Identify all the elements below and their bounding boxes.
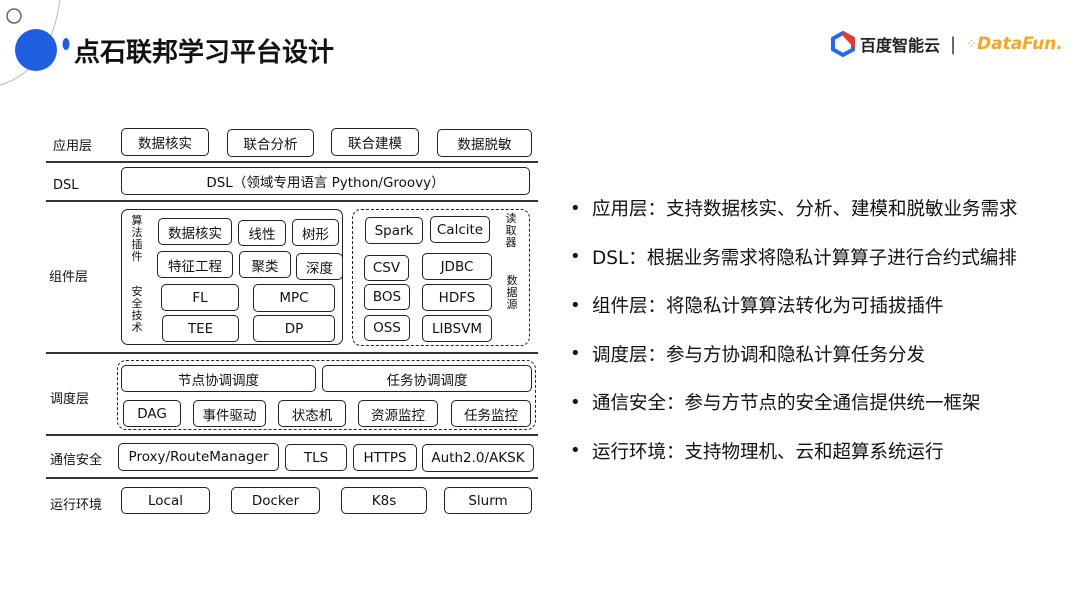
algo-plugin-label: 算法插件 bbox=[131, 214, 143, 263]
baidu-cloud-logo-icon bbox=[831, 31, 855, 57]
layer-divider bbox=[46, 161, 538, 163]
data-io-group bbox=[352, 209, 530, 346]
bullet-item: • DSL：根据业务需求将隐私计算算子进行合约式编排 bbox=[570, 245, 1018, 269]
header-decoration bbox=[0, 0, 70, 86]
layer-divider bbox=[46, 477, 538, 479]
app-box-joint-analysis: 联合分析 bbox=[227, 129, 314, 157]
deco-ring-icon bbox=[6, 8, 22, 24]
layer-label-component: 组件层 bbox=[49, 270, 89, 285]
schedule-box-node-coord: 节点协调调度 bbox=[121, 365, 316, 392]
runtime-box-slurm: Slurm bbox=[444, 487, 532, 514]
sec-box-fl: FL bbox=[161, 284, 239, 311]
deco-blue-circle-icon bbox=[15, 29, 57, 71]
layer-divider bbox=[46, 434, 538, 436]
layer-label-schedule: 调度层 bbox=[50, 392, 90, 407]
layer-divider bbox=[46, 352, 538, 354]
algo-box-feature-eng: 特征工程 bbox=[157, 251, 233, 278]
algo-box-data-verify: 数据核实 bbox=[158, 218, 232, 245]
bullet-item: • 组件层：将隐私计算算法转化为可插拔插件 bbox=[570, 293, 1018, 318]
schedule-box-task-coord: 任务协调调度 bbox=[322, 365, 532, 392]
schedule-box-dag: DAG bbox=[123, 400, 181, 427]
algo-box-cluster: 聚类 bbox=[239, 251, 291, 278]
page-title: 点石联邦学习平台设计 bbox=[74, 38, 335, 68]
source-box-bos: BOS bbox=[364, 284, 410, 310]
dsl-box: DSL（领域专用语言 Python/Groovy） bbox=[121, 167, 530, 195]
source-box-jdbc: JDBC bbox=[422, 253, 492, 280]
reader-label: 读取器 bbox=[505, 212, 517, 249]
app-box-data-masking: 数据脱敏 bbox=[437, 129, 532, 157]
algo-box-deep: 深度 bbox=[296, 253, 343, 280]
source-box-hdfs: HDFS bbox=[422, 284, 492, 311]
algo-box-tree: 树形 bbox=[292, 219, 339, 246]
bullet-dot-icon: • bbox=[570, 440, 581, 461]
runtime-box-local: Local bbox=[121, 487, 210, 514]
layer-divider bbox=[46, 200, 538, 202]
layer-label-dsl: DSL bbox=[53, 178, 79, 193]
security-tech-label: 安全技术 bbox=[131, 285, 143, 334]
algo-box-linear: 线性 bbox=[238, 220, 286, 246]
bullet-item: • 应用层：支持数据核实、分析、建模和脱敏业务需求 bbox=[570, 196, 1018, 221]
logo-separator: | bbox=[950, 33, 957, 55]
source-label: 数据源 bbox=[506, 274, 518, 311]
reader-box-calcite: Calcite bbox=[430, 216, 490, 243]
bullet-dot-icon: • bbox=[570, 391, 581, 413]
deco-small-blue-icon bbox=[62, 38, 70, 50]
layer-label-app: 应用层 bbox=[53, 139, 93, 154]
schedule-box-event-driven: 事件驱动 bbox=[193, 400, 266, 427]
bullet-text: DSL：根据业务需求将隐私计算算子进行合约式编排 bbox=[592, 247, 1017, 269]
runtime-box-k8s: K8s bbox=[341, 487, 427, 514]
layer-label-runtime: 运行环境 bbox=[50, 498, 103, 513]
comm-box-auth: Auth2.0/AKSK bbox=[422, 444, 534, 472]
comm-box-tls: TLS bbox=[285, 444, 347, 471]
app-box-joint-modeling: 联合建模 bbox=[331, 128, 419, 156]
layer-label-comm: 通信安全 bbox=[50, 453, 103, 468]
schedule-group bbox=[117, 360, 536, 430]
bullet-text: 运行环境：支持物理机、云和超算系统运行 bbox=[592, 441, 944, 463]
bullet-item: • 运行环境：支持物理机、云和超算系统运行 bbox=[570, 439, 1018, 463]
bullet-dot-icon: • bbox=[570, 343, 581, 364]
source-box-libsvm: LIBSVM bbox=[422, 315, 492, 342]
bullet-item: • 通信安全：参与方节点的安全通信提供统一框架 bbox=[570, 390, 1018, 415]
bullet-dot-icon: • bbox=[570, 246, 581, 267]
logo-area: 百度智能云 | ⁘ DataFun. bbox=[830, 30, 1063, 58]
bullet-item: • 调度层：参与方协调和隐私计算任务分发 bbox=[570, 342, 1018, 366]
baidu-cloud-logo-text: 百度智能云 bbox=[860, 36, 941, 55]
feature-bullet-list: • 应用层：支持数据核实、分析、建模和脱敏业务需求 • DSL：根据业务需求将隐私计… bbox=[570, 196, 1018, 487]
bullet-text: 组件层：将隐私计算算法转化为可插拔插件 bbox=[592, 296, 944, 317]
app-box-data-verify: 数据核实 bbox=[121, 128, 209, 156]
source-box-csv: CSV bbox=[364, 255, 409, 281]
bullet-dot-icon: • bbox=[570, 294, 581, 316]
sec-box-mpc: MPC bbox=[253, 284, 335, 312]
bullet-dot-icon: • bbox=[570, 197, 581, 219]
schedule-box-task-monitor: 任务监控 bbox=[451, 400, 531, 427]
bullet-text: 调度层：参与方协调和隐私计算任务分发 bbox=[592, 344, 926, 366]
reader-box-spark: Spark bbox=[365, 217, 423, 244]
schedule-box-state-machine: 状态机 bbox=[278, 400, 346, 427]
sec-box-dp: DP bbox=[253, 315, 335, 342]
datafun-logo-text: DataFun. bbox=[977, 34, 1063, 54]
schedule-box-resource-monitor: 资源监控 bbox=[358, 400, 438, 427]
datafun-logo-dots-icon: ⁘ bbox=[966, 36, 977, 52]
runtime-box-docker: Docker bbox=[231, 487, 320, 514]
sec-box-tee: TEE bbox=[162, 315, 239, 342]
bullet-text: 通信安全：参与方节点的安全通信提供统一框架 bbox=[592, 393, 981, 414]
comm-box-proxy: Proxy/RouteManager bbox=[118, 443, 279, 471]
bullet-text: 应用层：支持数据核实、分析、建模和脱敏业务需求 bbox=[592, 199, 1018, 220]
comm-box-https: HTTPS bbox=[353, 444, 417, 471]
source-box-oss: OSS bbox=[364, 315, 410, 341]
